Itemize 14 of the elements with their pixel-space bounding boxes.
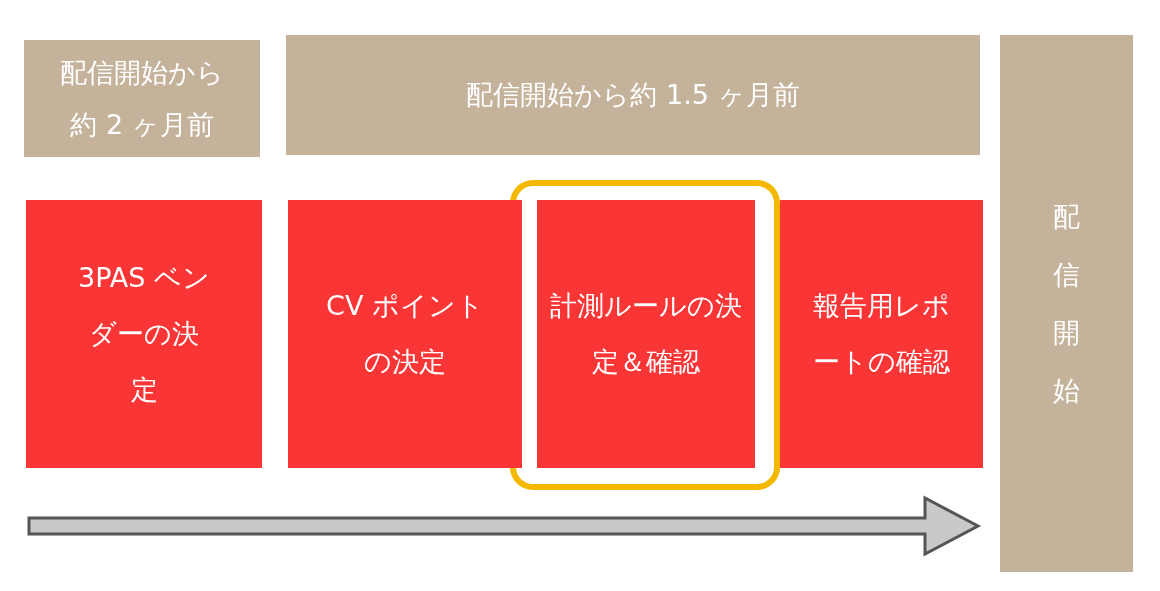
process-box — [537, 200, 755, 468]
milestone-bar — [1000, 35, 1133, 572]
process-box — [26, 200, 262, 468]
step-label: 報告用レポートの確認 — [812, 289, 951, 379]
milestone-label: 配信開始 — [1052, 199, 1081, 408]
step-label: 計測ルールの決定＆確認 — [549, 289, 743, 379]
period-label-box — [24, 40, 260, 157]
process-box — [780, 200, 983, 468]
step-label: CV ポイントの決定 — [325, 289, 485, 379]
period-label-box — [286, 35, 980, 155]
process-box — [288, 200, 522, 468]
period-label: 配信開始から約 2 ヶ月前 — [59, 55, 225, 142]
period-label: 配信開始から約 1.5 ヶ月前 — [466, 78, 800, 112]
step-label: 3PAS ベンダーの決定 — [77, 261, 211, 407]
